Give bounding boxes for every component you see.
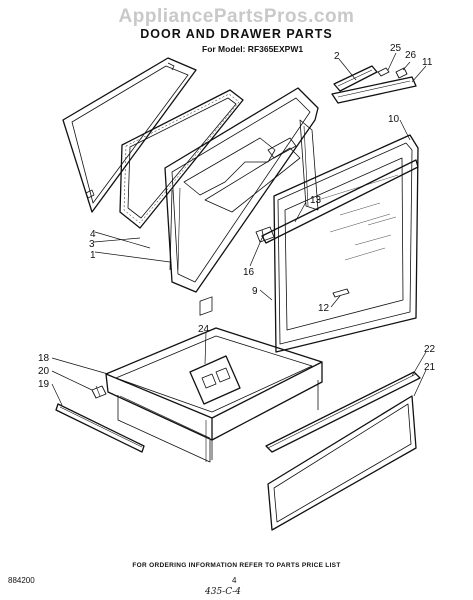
door-inner-liner — [164, 87, 319, 293]
part-26 — [395, 67, 408, 79]
top-trim-2 — [333, 65, 378, 92]
callout-25: 25 — [390, 43, 402, 54]
document-number: 884200 — [8, 576, 35, 585]
drawer-rail — [55, 403, 145, 453]
callout-10: 10 — [388, 114, 400, 125]
door-outer-panel — [62, 57, 197, 213]
callout-12: 12 — [318, 303, 330, 314]
page-number: 4 — [232, 576, 237, 585]
callout-18: 18 — [38, 353, 50, 364]
drawer-front-panel — [267, 395, 417, 531]
callout-16: 16 — [243, 267, 255, 278]
callout-3: 3 — [89, 239, 95, 250]
model-label: For Model: RF365EXPW1 — [202, 44, 304, 54]
callout-11: 11 — [422, 57, 433, 68]
drawer-trim-strip — [265, 371, 421, 453]
drawer-body — [105, 327, 323, 463]
callout-20: 20 — [38, 366, 50, 377]
callout-1: 1 — [90, 250, 96, 261]
door-gasket-frame — [119, 89, 244, 229]
handwritten-note: 435-C-4 — [205, 587, 241, 597]
diagram-title: DOOR AND DRAWER PARTS — [140, 27, 333, 41]
callout-9: 9 — [252, 286, 258, 297]
door-latch — [332, 288, 350, 298]
callout-19: 19 — [38, 379, 50, 390]
callout-26: 26 — [405, 50, 417, 61]
part-25 — [377, 67, 390, 77]
callout-21: 21 — [424, 362, 436, 373]
ordering-note: FOR ORDERING INFORMATION REFER TO PARTS … — [132, 562, 341, 569]
watermark-text: AppliancePartsPros.com — [118, 6, 355, 27]
outer-door-glass — [273, 134, 419, 353]
drawer-roller — [91, 385, 107, 399]
drawer-bracket — [189, 296, 241, 405]
top-trim-11 — [331, 76, 417, 104]
hinge — [255, 226, 275, 243]
callout-22: 22 — [424, 344, 436, 355]
callout-13: 13 — [310, 195, 322, 206]
callout-2: 2 — [334, 51, 340, 62]
callout-4: 4 — [90, 229, 96, 240]
callout-24: 24 — [198, 324, 210, 335]
